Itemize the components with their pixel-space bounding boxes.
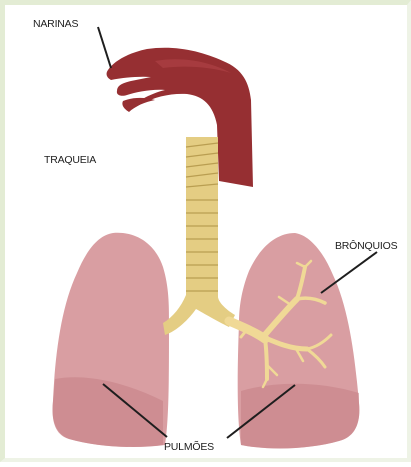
- right-lung-shade: [241, 384, 359, 449]
- label-narinas: NARINAS: [33, 18, 78, 30]
- narinas-leader: [98, 27, 111, 68]
- main-bronchi: [163, 295, 235, 335]
- nasal-lower-flap: [122, 98, 155, 112]
- label-bronquios: BRÔNQUIOS: [335, 239, 398, 252]
- label-pulmoes: PULMÕES: [164, 440, 214, 453]
- respiratory-diagram: NARINAS TRAQUEIA BRÔNQUIOS PULMÕES: [5, 5, 411, 467]
- nasal-cavity: [107, 48, 253, 187]
- label-traqueia: TRAQUEIA: [44, 154, 96, 166]
